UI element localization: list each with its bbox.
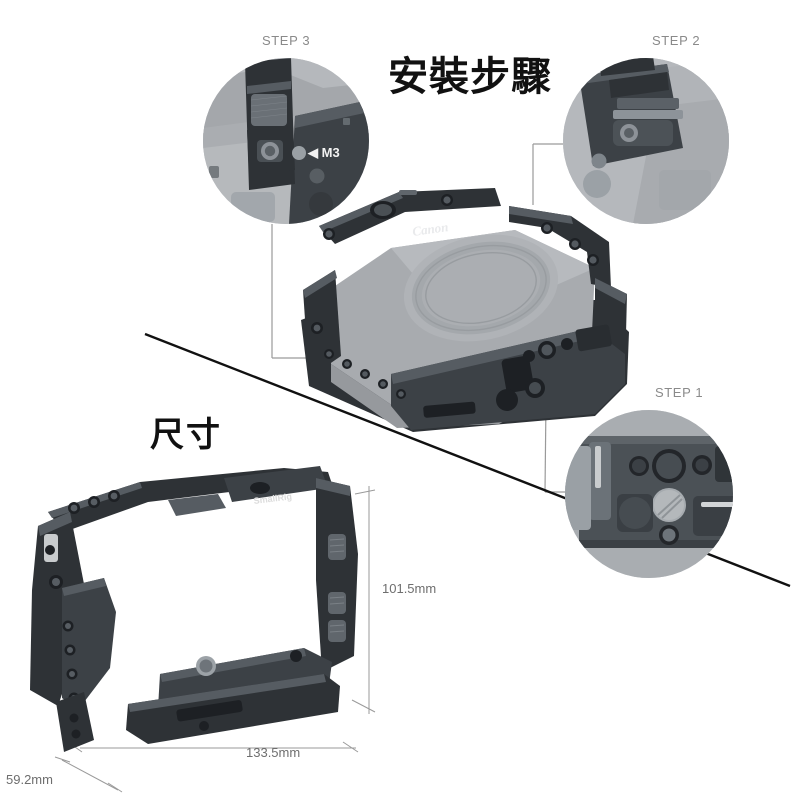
callout-step-2 (563, 58, 729, 224)
step-label-1: STEP 1 (655, 385, 704, 400)
smallrig-logo-text: SmallRig (253, 491, 292, 506)
dimensions-title: 尺寸 (150, 415, 222, 455)
callout-step-1-illustration (565, 410, 733, 578)
main-product-cage-with-camera: Canon (295, 178, 635, 463)
dimension-drawing-cage: SmallRig (28, 460, 373, 760)
dimension-drawing-illustration: SmallRig (30, 466, 358, 752)
m3-marker-label: ◀ M3 (307, 145, 340, 160)
canon-logo-text: Canon (411, 219, 449, 239)
callout-step-3-illustration: ◀ M3 (203, 58, 369, 224)
page-title: 安裝步驟 (388, 54, 552, 100)
callout-step-2-illustration (563, 58, 729, 224)
step-label-2: STEP 2 (652, 33, 701, 48)
callout-step-3: ◀ M3 (203, 58, 369, 224)
step-label-3: STEP 3 (262, 33, 311, 48)
callout-step-1 (565, 410, 733, 578)
dimension-label-depth: 59.2mm (6, 772, 53, 787)
dimension-label-height: 101.5mm (382, 581, 437, 596)
dimension-label-width: 133.5mm (246, 745, 301, 760)
main-product-illustration: Canon (301, 188, 629, 432)
